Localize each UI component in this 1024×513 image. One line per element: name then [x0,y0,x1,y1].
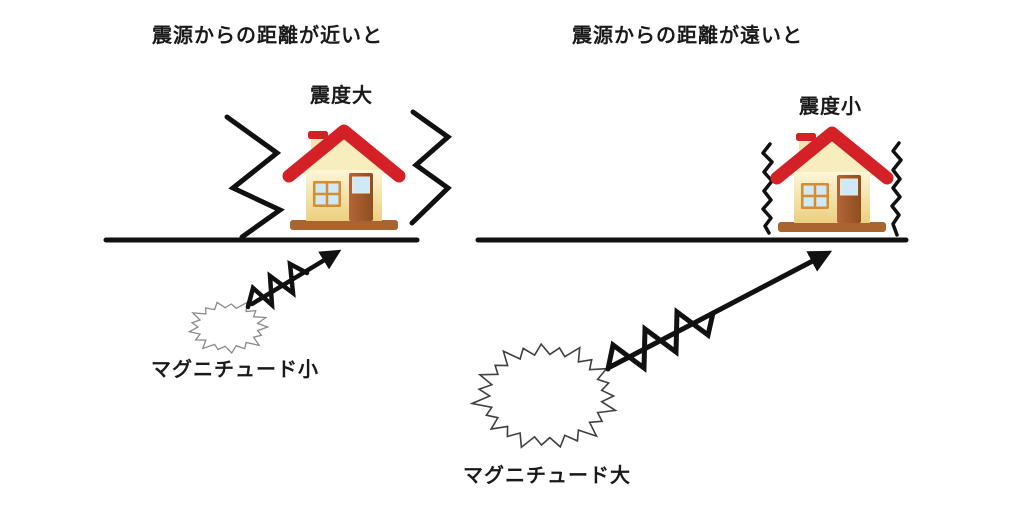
strong-shake-line-icon [409,109,453,226]
strong-shake-line-icon [224,114,285,240]
left-panel-title: 震源からの距離が近いと [152,25,383,47]
seismic-wave-arrow-icon [245,249,342,311]
intensity-large-label: 震度大 [310,85,373,107]
weak-shake-line-icon [890,141,903,237]
intensity-small-label: 震度小 [799,96,862,118]
hypocenter-cloud-large-icon [469,342,618,449]
magnitude-small-label: マグニチュード小 [151,359,319,381]
right-panel-title: 震源からの距離が遠いと [572,25,803,47]
seismic-wave-arrow-icon [605,250,833,373]
magnitude-large-label: マグニチュード大 [463,465,631,487]
house-icon [289,131,399,230]
house-icon [777,133,887,232]
hypocenter-cloud-small-icon [187,301,270,355]
weak-shake-line-icon [761,142,774,235]
